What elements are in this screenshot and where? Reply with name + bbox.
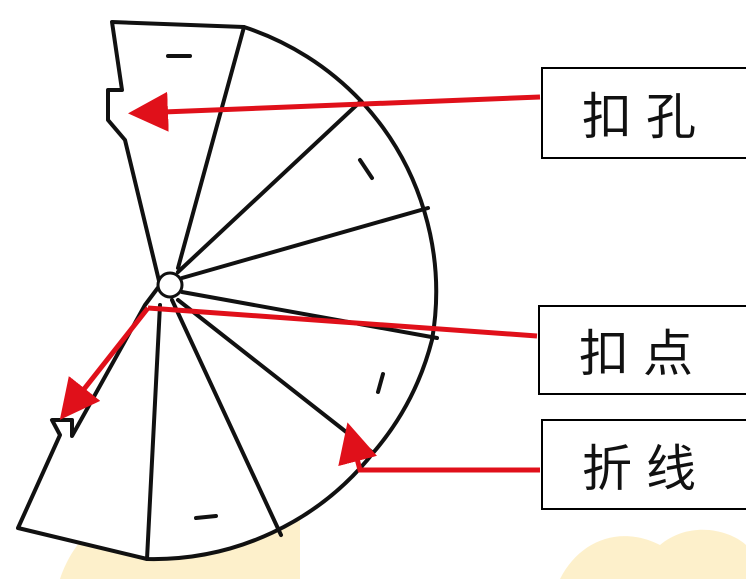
label-buckle-hole-text: 扣孔 (582, 88, 710, 146)
label-fold-line: 折线 (541, 419, 746, 510)
label-buckle-point-text: 扣点 (579, 325, 707, 383)
label-buckle-hole: 扣孔 (541, 67, 746, 159)
fan-hub (156, 271, 184, 299)
arrow-buckle-point (59, 305, 538, 420)
label-buckle-point: 扣点 (538, 305, 746, 395)
label-fold-line-text: 折线 (582, 439, 710, 498)
arrow-buckle-hole (128, 91, 541, 132)
panel-dash-marks (166, 54, 385, 520)
arrow-fold-line (338, 422, 540, 473)
